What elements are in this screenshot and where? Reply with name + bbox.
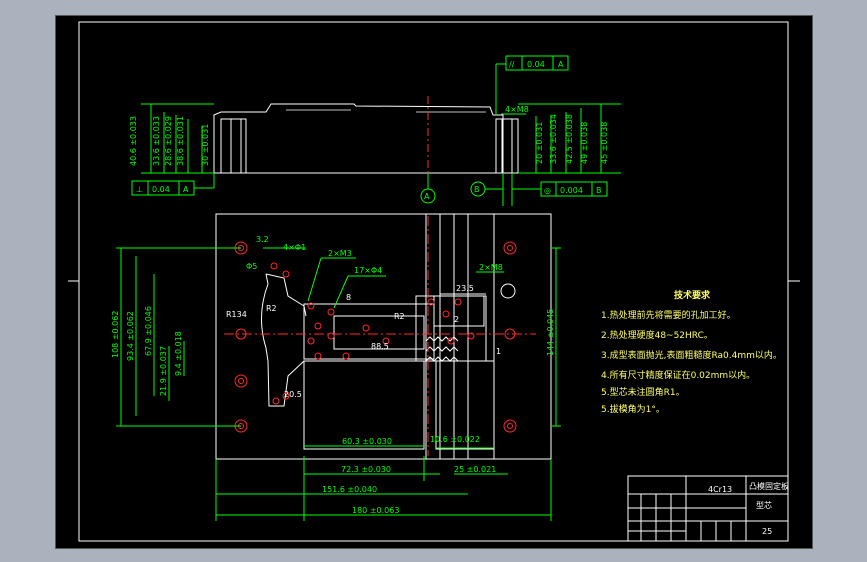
section-dim-right-5: 45 ±0.038 [600,122,609,164]
plan-dim-bot-2: 72.3 ±0.030 [341,465,391,474]
tech-item-4: 4.所有尺寸精度保证在0.02mm以内。 [601,369,755,381]
section-dim-right-3: 42.5 ±0.038 [565,114,574,164]
tech-item-2: 2.热处理硬度48~52HRC。 [601,329,713,341]
label-r2-left: R2 [266,304,277,313]
label-1: 1 [496,347,501,356]
plan-core-inner [333,315,425,350]
datum-a: A [420,173,436,204]
plan-bolt-hole-tr [503,241,517,255]
parallel-datum: A [558,60,564,69]
label-05: Φ5 [246,262,257,271]
concentric-symbol: ◎ [544,186,551,195]
plan-ejector-pins [270,262,475,405]
perp-value: 0.04 [152,185,170,194]
section-right-dimensions: 20 ±0.031 33.6 ±0.034 42.5 ±0.038 49 ±0.… [501,103,621,174]
datum-b: B ◎ 0.004 B [470,173,608,206]
label-2xm8: 2×M8 [479,263,503,272]
label-8: 8 [346,293,351,302]
plan-pocket-left [303,360,425,450]
datum-b-label: B [474,185,480,194]
section-hole-callout: 4×M8 [505,105,529,114]
plan-dim-bot-6: 25 ±0.021 [454,465,496,474]
tolerance-parallel: // 0.04 A [495,55,569,115]
concentric-datum: B [596,186,602,195]
plan-dim-bot-3: 151.6 ±0.040 [322,485,377,494]
plan-dim-left-4: 21.9 ±0.037 [159,346,168,396]
label-r2-mid: R2 [394,312,405,321]
tech-item-3: 3.成型表面抛光,表面粗糙度Ra0.4mm以内。 [601,349,782,361]
title-part-name: 凸模固定板 [749,481,789,491]
section-dim-left-5: 30 ±0.031 [201,124,210,166]
plan-core-step [433,295,485,327]
plan-dim-bot-5: 10.6 ±0.022 [430,435,480,444]
plan-annotations: 3.2 4×Φ1 2×M3 17×Φ4 2×M8 Φ5 R134 R2 R2 8… [111,235,561,521]
section-right-pocket [495,118,519,174]
plan-dim-left-2: 93.4 ±0.062 [126,311,135,361]
plan-bolt-hole-br [503,419,517,433]
title-block: 4Cr13 凸模固定板 型芯 25 [627,475,789,542]
section-dim-right-2: 33.6 ±0.034 [549,114,558,164]
label-20-5: 20.5 [284,390,302,399]
section-left-hole [230,118,242,174]
plan-outer-plate [215,213,552,460]
plan-dim-left-5: 9.4 ±0.018 [174,331,183,376]
concentric-value: 0.004 [560,186,583,195]
section-view [213,96,519,181]
tech-item-6: 5.拔模角为1°。 [601,403,665,415]
tech-title: 技术要求 [674,289,711,301]
drawing-canvas: 40.6 ±0.033 33.6 ±0.033 28.6 ±0.029 38.6… [68,21,800,542]
tech-item-1: 1.热处理前先将需要的孔加工好。 [601,309,736,321]
label-2: 2 [454,315,459,324]
section-dim-right-1: 20 ±0.031 [535,122,544,164]
plan-view [215,213,552,460]
section-dim-left-3: 28.6 ±0.029 [164,116,173,166]
plan-core-body [303,303,435,360]
plan-dim-left-1: 108 ±0.062 [111,311,120,358]
cad-viewport[interactable]: 40.6 ±0.033 33.6 ±0.033 28.6 ±0.029 38.6… [55,15,813,549]
plan-dim-right: 144 ±0.045 [546,309,555,356]
label-23-5: 23.5 [456,284,474,293]
plan-comb-detail [425,336,459,362]
datum-a-label: A [424,192,430,201]
section-dim-left-2: 33.6 ±0.033 [152,116,161,166]
section-dim-left-1: 40.6 ±0.033 [129,116,138,166]
tech-item-5: 5.型芯未注圆角R1。 [601,386,685,398]
tolerance-perpendicular: ⊥ 0.04 A [131,173,215,196]
plan-dim-left-3: 67.9 ±0.046 [144,306,153,356]
section-left-dimensions: 40.6 ±0.033 33.6 ±0.033 28.6 ±0.029 38.6… [129,103,214,174]
title-material: 4Cr13 [708,485,732,494]
plan-dim-bot-4: 180 ±0.063 [352,506,399,515]
section-left-pocket [220,118,247,174]
plan-bolt-hole-ml [234,374,248,388]
plan-core-outline [260,273,305,407]
perp-symbol: ⊥ [136,185,143,194]
section-body [213,103,504,174]
section-right-hole [501,118,513,174]
label-17x04: 17×Φ4 [354,266,382,275]
title-scale: 25 [762,527,772,536]
label-88-5: 88.5 [371,342,389,351]
parallel-value: 0.04 [527,60,545,69]
title-drawing-no: 型芯 [756,500,772,510]
plan-dim-bot-1: 60.3 ±0.030 [342,437,392,446]
label-3-2: 3.2 [256,235,269,244]
label-2xm3: 2×M3 [328,249,352,258]
plan-hole-m8 [500,283,516,299]
tech-requirements: 技术要求 1.热处理前先将需要的孔加工好。 2.热处理硬度48~52HRC。 3… [601,289,782,415]
section-dim-right-4: 49 ±0.038 [580,122,589,164]
parallel-symbol: // [509,60,515,69]
label-r134: R134 [226,310,247,319]
drawing-frame [78,21,789,542]
section-dim-left-4: 38.6 ±0.031 [176,116,185,166]
perp-datum: A [183,185,189,194]
